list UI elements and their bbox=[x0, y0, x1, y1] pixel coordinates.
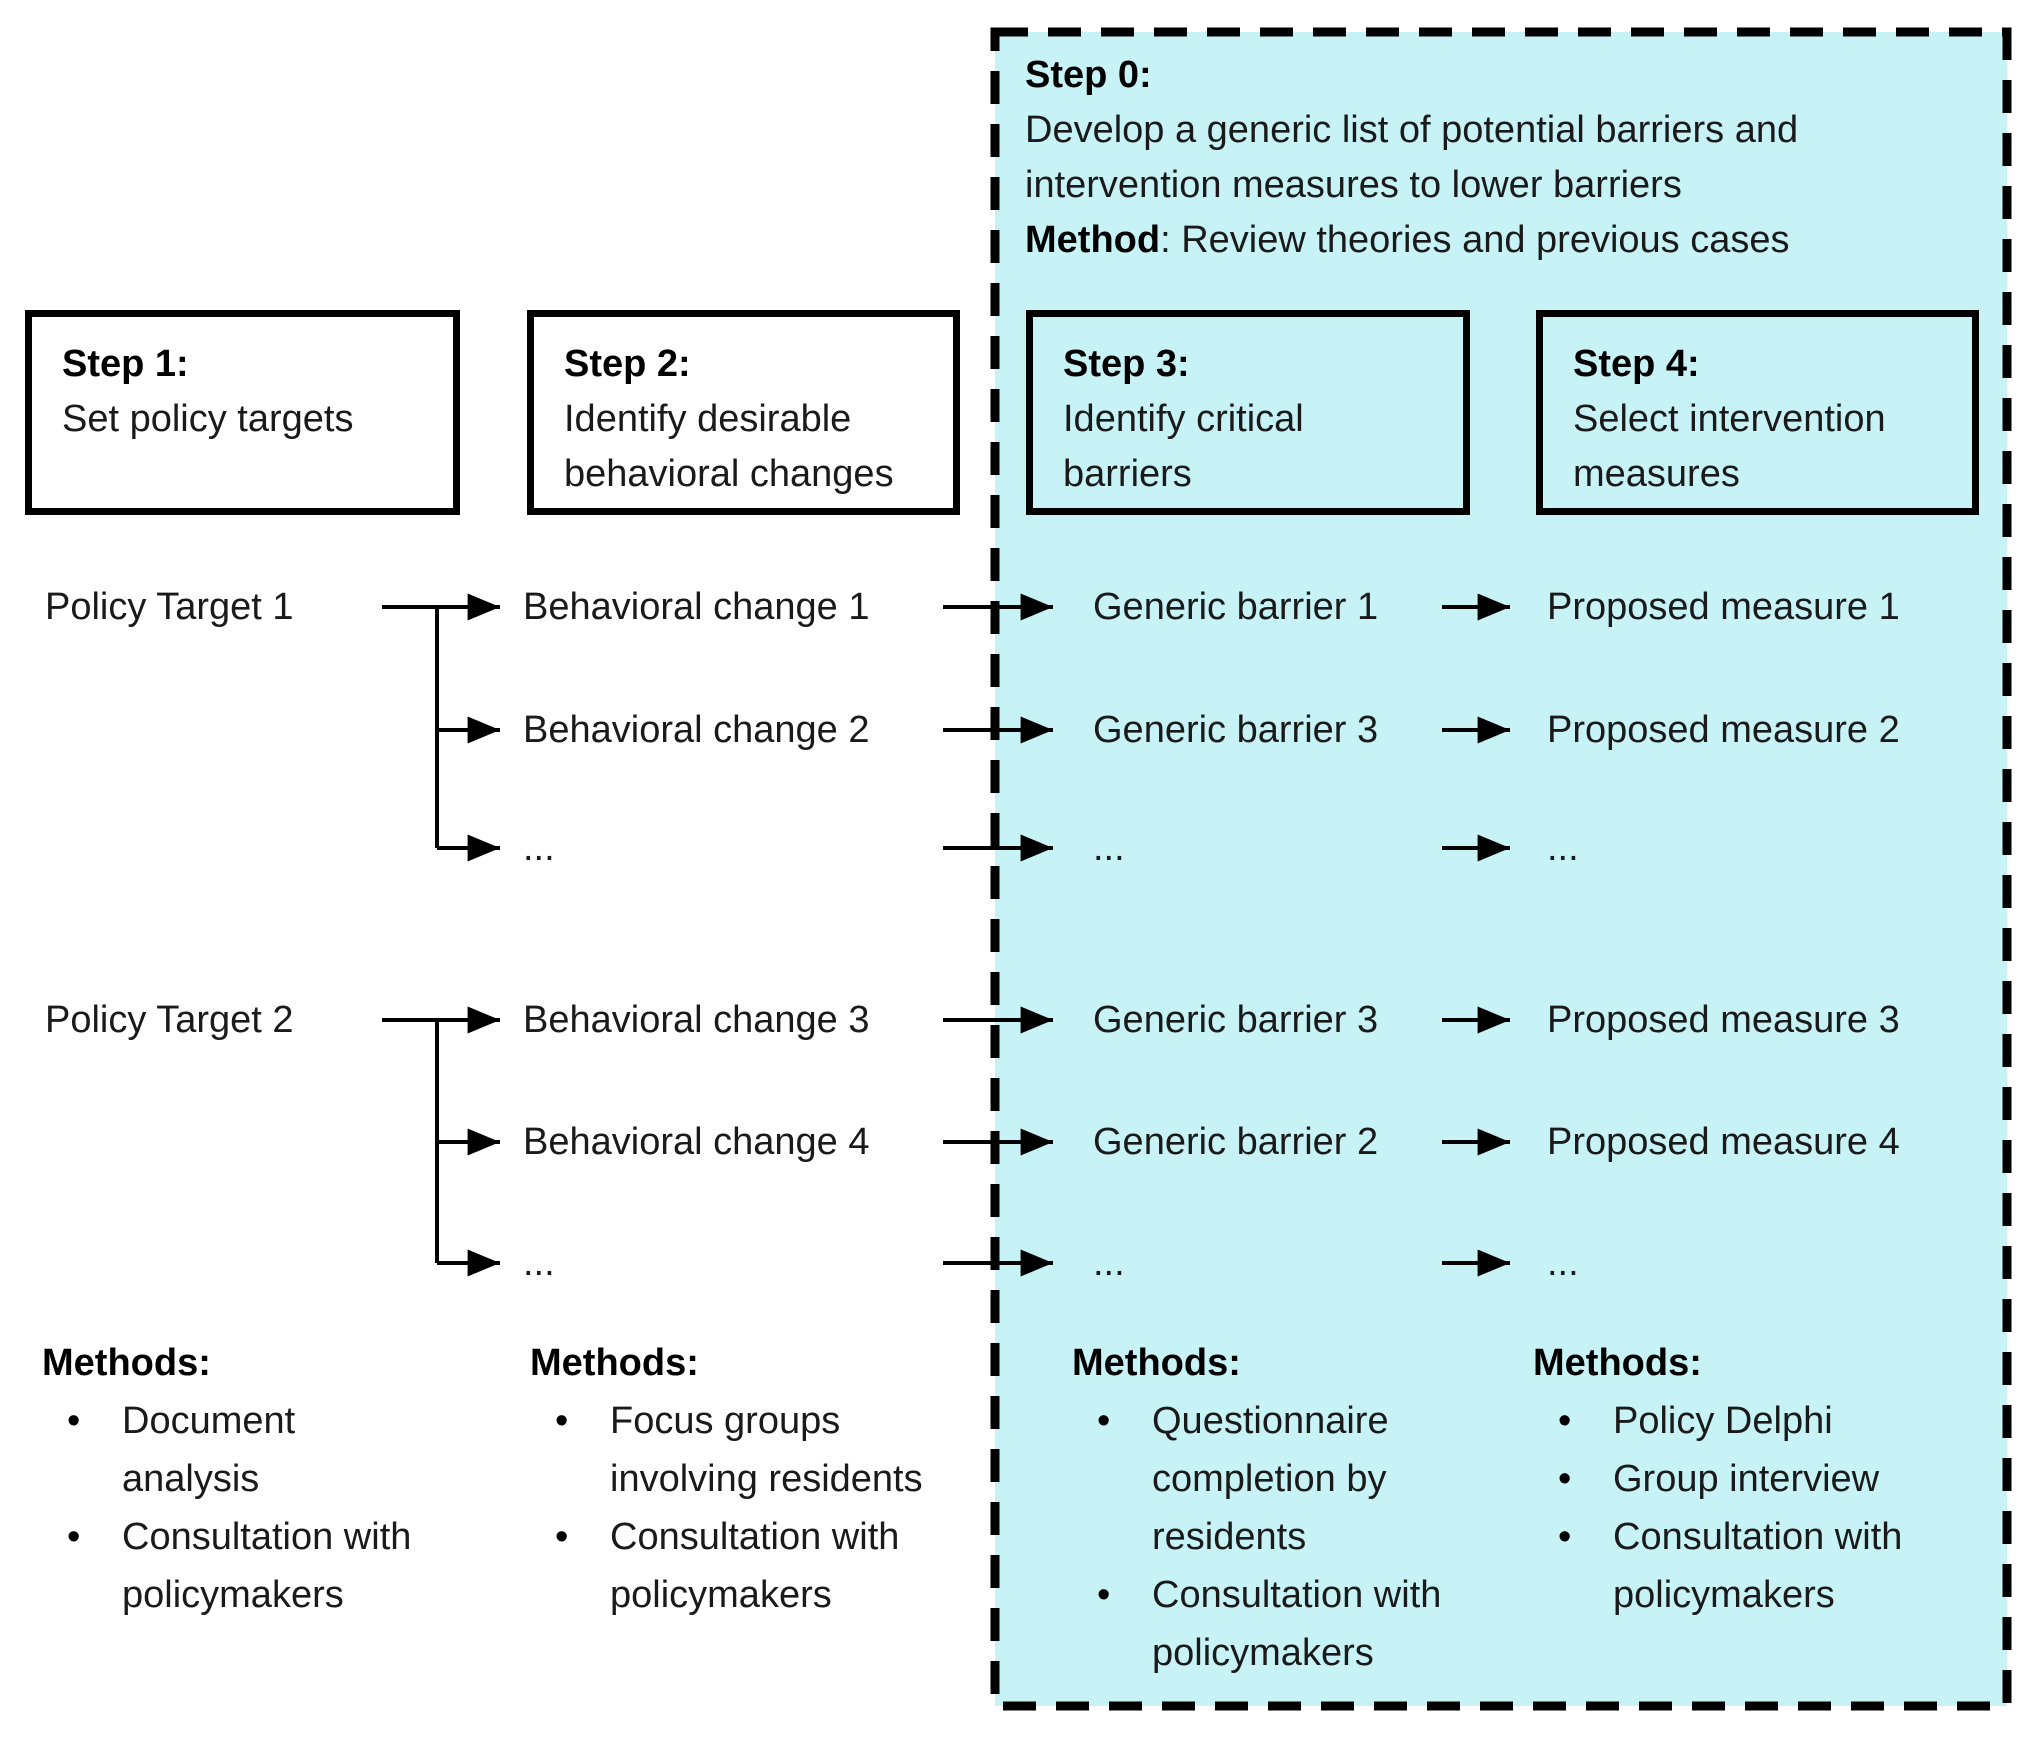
methods-step4-item2-line1: Group interview bbox=[1613, 1458, 1880, 1500]
proposed-measure-4: Proposed measure 4 bbox=[1547, 1121, 1900, 1163]
methods-step3-item2-line2: policymakers bbox=[1152, 1632, 1374, 1674]
generic-barrier-2: Generic barrier 2 bbox=[1093, 1121, 1379, 1163]
behavioral-change-2: Behavioral change 2 bbox=[523, 709, 870, 751]
generic-barrier-1: Generic barrier 1 bbox=[1093, 586, 1379, 628]
methods-step4-item3-line2: policymakers bbox=[1613, 1574, 1835, 1616]
methods-step3-item1: Questionnaire completion by residents bbox=[1072, 1392, 1441, 1566]
methods-step4-item3: Consultation with policymakers bbox=[1533, 1508, 1902, 1624]
methods-step3-item2-line1: Consultation with bbox=[1152, 1574, 1442, 1616]
step3-line2: barriers bbox=[1063, 453, 1192, 495]
methods-step2-item2-line2: policymakers bbox=[610, 1574, 832, 1616]
step2-box: Step 2: Identify desirable behavioral ch… bbox=[527, 310, 960, 515]
methods-step1-item1-line1: Document bbox=[122, 1400, 296, 1442]
generic-barrier-3a: Generic barrier 3 bbox=[1093, 709, 1379, 751]
step4-line2: measures bbox=[1573, 453, 1740, 495]
methods-step3-item1-line1: Questionnaire bbox=[1152, 1400, 1389, 1442]
proposed-measure-ellipsis-1: ... bbox=[1547, 827, 1579, 869]
step2-line1: Identify desirable bbox=[564, 398, 852, 440]
step4-box: Step 4: Select intervention measures bbox=[1536, 310, 1979, 515]
methods-step3-item1-line2: completion by bbox=[1152, 1458, 1387, 1500]
generic-barrier-ellipsis-1: ... bbox=[1093, 827, 1125, 869]
step1-title: Step 1: bbox=[62, 343, 189, 385]
step0-line1: Develop a generic list of potential barr… bbox=[1025, 109, 1799, 151]
step4-title: Step 4: bbox=[1573, 343, 1700, 385]
behavioral-change-3: Behavioral change 3 bbox=[523, 999, 870, 1041]
proposed-measure-3: Proposed measure 3 bbox=[1547, 999, 1900, 1041]
methods-step1-item1-line2: analysis bbox=[122, 1458, 260, 1500]
step1-line1: Set policy targets bbox=[62, 398, 354, 440]
step3-title: Step 3: bbox=[1063, 343, 1190, 385]
methods-step3-header: Methods: bbox=[1072, 1342, 1241, 1384]
methods-step4-item1: Policy Delphi bbox=[1533, 1392, 1902, 1450]
behavioral-change-ellipsis-2: ... bbox=[523, 1242, 555, 1284]
methods-step4-header: Methods: bbox=[1533, 1342, 1702, 1384]
methods-step1-header: Methods: bbox=[42, 1342, 211, 1384]
methods-step2-item2: Consultation with policymakers bbox=[530, 1508, 923, 1624]
step4-line1: Select intervention bbox=[1573, 398, 1886, 440]
step3-box: Step 3: Identify critical barriers bbox=[1026, 310, 1470, 515]
methods-step1-item1: Document analysis bbox=[42, 1392, 411, 1508]
methods-step2-item1-line1: Focus groups bbox=[610, 1400, 841, 1442]
methods-step2-item2-line1: Consultation with bbox=[610, 1516, 900, 1558]
methods-step4-item3-line1: Consultation with bbox=[1613, 1516, 1903, 1558]
proposed-measure-2: Proposed measure 2 bbox=[1547, 709, 1900, 751]
step0-title: Step 0: bbox=[1025, 54, 1152, 96]
behavioral-change-1: Behavioral change 1 bbox=[523, 586, 870, 628]
step3-line1: Identify critical bbox=[1063, 398, 1304, 440]
methods-step4-item1-line1: Policy Delphi bbox=[1613, 1400, 1833, 1442]
methods-step2-item1-line2: involving residents bbox=[610, 1458, 923, 1500]
step0-method-line: Method: Review theories and previous cas… bbox=[1025, 213, 1798, 268]
step0-method-rest: : Review theories and previous cases bbox=[1160, 219, 1790, 261]
methods-step4-item2: Group interview bbox=[1533, 1450, 1902, 1508]
methods-step1-item2-line2: policymakers bbox=[122, 1574, 344, 1616]
methods-step1: Methods: Document analysis Consultation … bbox=[42, 1334, 411, 1624]
proposed-measure-1: Proposed measure 1 bbox=[1547, 586, 1900, 628]
step0-line2: intervention measures to lower barriers bbox=[1025, 164, 1682, 206]
behavioral-change-4: Behavioral change 4 bbox=[523, 1121, 870, 1163]
step0-text: Step 0: Develop a generic list of potent… bbox=[1025, 48, 1798, 268]
policy-target-2: Policy Target 2 bbox=[45, 999, 294, 1041]
methods-step3-item2: Consultation with policymakers bbox=[1072, 1566, 1441, 1682]
generic-barrier-ellipsis-2: ... bbox=[1093, 1242, 1125, 1284]
policy-target-1: Policy Target 1 bbox=[45, 586, 294, 628]
methods-step2: Methods: Focus groups involving resident… bbox=[530, 1334, 923, 1624]
methods-step2-header: Methods: bbox=[530, 1342, 699, 1384]
methods-step3: Methods: Questionnaire completion by res… bbox=[1072, 1334, 1441, 1682]
step0-method-label: Method bbox=[1025, 219, 1161, 261]
methods-step1-item2-line1: Consultation with bbox=[122, 1516, 412, 1558]
step2-line2: behavioral changes bbox=[564, 453, 894, 495]
methods-step4: Methods: Policy Delphi Group interview C… bbox=[1533, 1334, 1902, 1624]
methods-step3-item1-line3: residents bbox=[1152, 1516, 1307, 1558]
proposed-measure-ellipsis-2: ... bbox=[1547, 1242, 1579, 1284]
step2-title: Step 2: bbox=[564, 343, 691, 385]
generic-barrier-3b: Generic barrier 3 bbox=[1093, 999, 1379, 1041]
step1-box: Step 1: Set policy targets bbox=[25, 310, 460, 515]
behavioral-change-ellipsis-1: ... bbox=[523, 827, 555, 869]
methods-step2-item1: Focus groups involving residents bbox=[530, 1392, 923, 1508]
methods-step1-item2: Consultation with policymakers bbox=[42, 1508, 411, 1624]
